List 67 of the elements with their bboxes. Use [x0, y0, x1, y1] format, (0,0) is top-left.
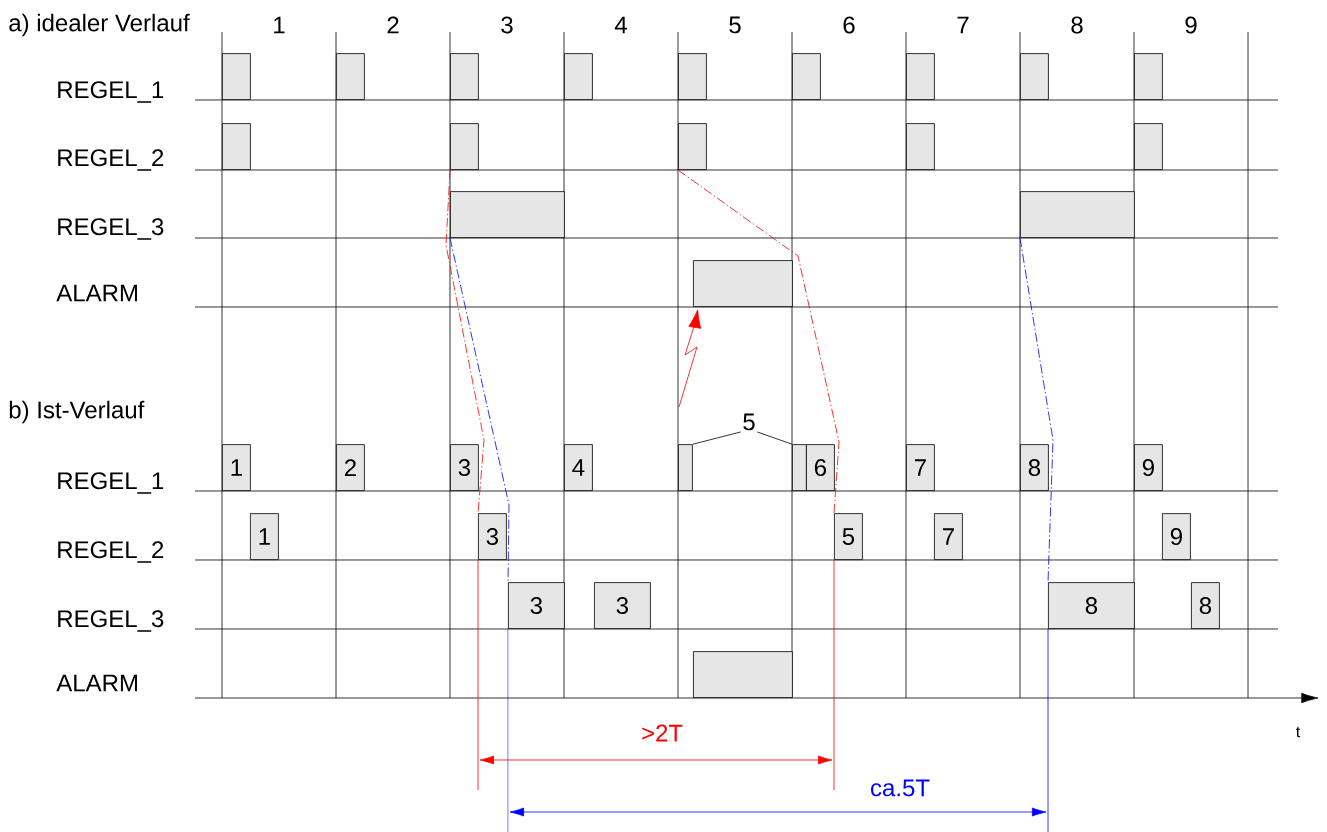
- pulse-box: 3: [508, 582, 565, 629]
- cycle-number: 9: [1185, 16, 1197, 34]
- pulse-box: [678, 444, 693, 491]
- pulse-box: 3: [450, 444, 479, 491]
- pulse-box: 4: [564, 444, 593, 491]
- pulse-box: [693, 651, 793, 698]
- signal-name: ALARM: [56, 284, 137, 302]
- pulse-box: [1020, 53, 1049, 100]
- cycle-number: 2: [387, 16, 399, 34]
- axis-label: t: [1296, 726, 1301, 738]
- signal-name: REGEL_1: [58, 472, 164, 494]
- pulse-box: 7: [906, 444, 935, 491]
- cycle-number: 8: [1071, 16, 1083, 34]
- panel-title: a) idealer Verlauf: [9, 13, 190, 37]
- pulse-box: [450, 191, 565, 238]
- pulse-box: 6: [806, 444, 835, 491]
- pulse-box: 1: [222, 444, 251, 491]
- pulse-box: [678, 53, 707, 100]
- pulse-box: 8: [1020, 444, 1049, 491]
- cycle-number: 4: [614, 16, 627, 34]
- pulse-box: [792, 53, 821, 100]
- pulse-box: [336, 53, 365, 100]
- leader-line: [756, 431, 793, 445]
- signal-name: REGEL_3: [58, 610, 164, 632]
- dash-dot-line: [1019, 237, 1054, 583]
- pulse-box: [564, 53, 593, 100]
- pulse-box: 9: [1162, 513, 1191, 560]
- signal-name: REGEL_2: [58, 541, 164, 563]
- signal-name: REGEL_1: [58, 81, 164, 103]
- pulse-box: [450, 53, 479, 100]
- cycle-number: 7: [957, 16, 969, 34]
- callout-number: 5: [743, 413, 755, 431]
- dimension-label: ca.5T: [871, 779, 930, 797]
- pulse-box: [906, 53, 935, 100]
- dash-dot-line: [449, 237, 510, 583]
- cycle-number: 3: [501, 16, 513, 34]
- pulse-box: [1134, 123, 1163, 170]
- pulse-box: 1: [250, 513, 279, 560]
- cycle-number: 1: [274, 16, 285, 34]
- dash-dot-line: [677, 169, 840, 514]
- lightning-arrow: [678, 309, 702, 408]
- cycle-number: 5: [729, 16, 741, 34]
- pulse-box: [1134, 53, 1163, 100]
- pulse-box: [693, 260, 793, 307]
- pulse-box: [678, 123, 707, 170]
- pulse-box: [222, 123, 251, 170]
- leader-line: [692, 431, 742, 445]
- pulse-box: [792, 444, 807, 491]
- pulse-box: 8: [1191, 582, 1220, 629]
- pulse-box: 8: [1048, 582, 1135, 629]
- pulse-box: 3: [478, 513, 507, 560]
- dimension-label: >2T: [642, 724, 683, 742]
- signal-name: REGEL_3: [58, 218, 164, 240]
- signal-name: ALARM: [56, 674, 137, 692]
- pulse-box: [450, 123, 479, 170]
- pulse-box: [906, 123, 935, 170]
- pulse-box: [222, 53, 251, 100]
- signal-name: REGEL_2: [58, 149, 164, 171]
- pulse-box: 7: [934, 513, 963, 560]
- pulse-box: 2: [336, 444, 365, 491]
- dash-dot-line: [445, 169, 485, 514]
- panel-title: b) Ist-Verlauf: [9, 400, 145, 424]
- cycle-number: 6: [843, 16, 855, 34]
- pulse-box: 5: [834, 513, 863, 560]
- pulse-box: [1020, 191, 1135, 238]
- pulse-box: 9: [1134, 444, 1163, 491]
- pulse-box: 3: [594, 582, 651, 629]
